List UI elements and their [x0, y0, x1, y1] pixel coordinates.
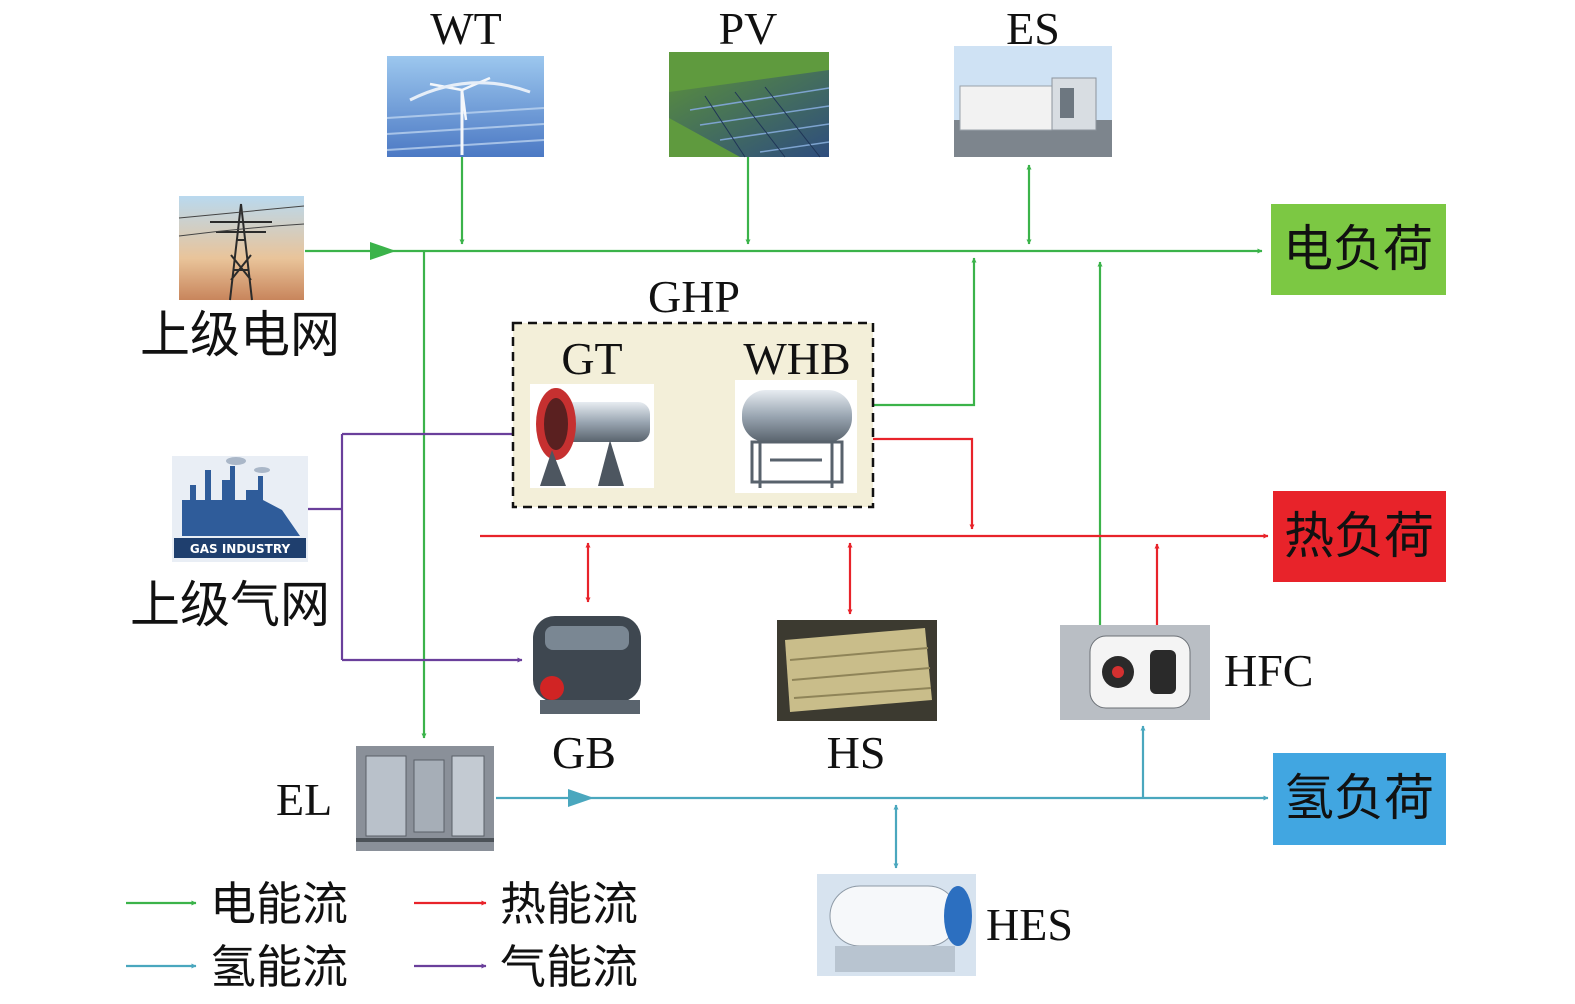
hydrogen-load-label: 氢负荷 — [1284, 770, 1434, 826]
waste-heat-boiler-icon — [735, 380, 857, 493]
labels: WT PV ES 上级电网 GHP GT WHB 上级气网 GB HS HFC … — [130, 3, 1434, 950]
legend-item-electric: 电能流 — [126, 879, 348, 930]
battery-container-icon — [954, 46, 1112, 157]
transmission-tower-icon — [178, 196, 305, 301]
heat-load-box — [1273, 491, 1446, 582]
whb-to-bus-flow — [855, 257, 977, 407]
hs-label: HS — [827, 727, 886, 778]
electric-load-label: 电负荷 — [1283, 221, 1433, 277]
legend-label-electric: 电能流 — [210, 879, 348, 930]
legend-item-gas: 气能流 — [414, 942, 638, 993]
fuel-cell-icon — [1060, 625, 1210, 720]
solar-panel-icon — [669, 52, 830, 158]
gas-flows — [308, 431, 527, 663]
legend-label-hydrogen: 氢能流 — [210, 942, 348, 993]
heat-storage-icon — [777, 620, 937, 721]
legend: 电能流 热能流 氢能流 气能流 — [126, 879, 638, 993]
legend-item-heat: 热能流 — [414, 879, 638, 930]
gb-label: GB — [552, 727, 616, 778]
whb-to-heat-bus-flow — [855, 437, 975, 530]
gas-source-label: 上级气网 — [130, 577, 330, 633]
hydrogen-load-box — [1273, 753, 1446, 845]
heat-flows — [480, 434, 1269, 625]
electrolyzer-icon — [356, 746, 494, 851]
gas-turbine-icon — [530, 384, 654, 488]
gt-label: GT — [561, 333, 622, 384]
hes-label: HES — [986, 899, 1073, 950]
legend-label-gas: 气能流 — [500, 942, 638, 993]
ghp-label: GHP — [648, 271, 740, 322]
electric-load-box — [1271, 204, 1446, 295]
es-label: ES — [1006, 3, 1060, 54]
electric-flows — [305, 157, 1263, 739]
heat-load-label: 热负荷 — [1284, 508, 1434, 564]
whb-label: WHB — [743, 333, 850, 384]
grid-label: 上级电网 — [140, 307, 340, 363]
el-to-bus-arrowhead — [568, 789, 594, 807]
hfc-label: HFC — [1224, 645, 1313, 696]
wt-label: WT — [430, 3, 502, 54]
pv-label: PV — [719, 3, 778, 54]
gas-industry-badge: GAS INDUSTRY — [190, 542, 291, 556]
legend-item-hydrogen: 氢能流 — [126, 942, 348, 993]
legend-label-heat: 热能流 — [500, 879, 638, 930]
hydrogen-tank-icon — [817, 874, 976, 976]
wind-turbine-icon — [386, 56, 545, 157]
gas-industry-icon: GAS INDUSTRY — [172, 456, 308, 562]
el-label: EL — [276, 774, 332, 825]
gas-boiler-icon — [525, 604, 645, 722]
hydrogen-flows — [496, 725, 1269, 869]
grid-to-bus-arrowhead — [370, 242, 396, 260]
